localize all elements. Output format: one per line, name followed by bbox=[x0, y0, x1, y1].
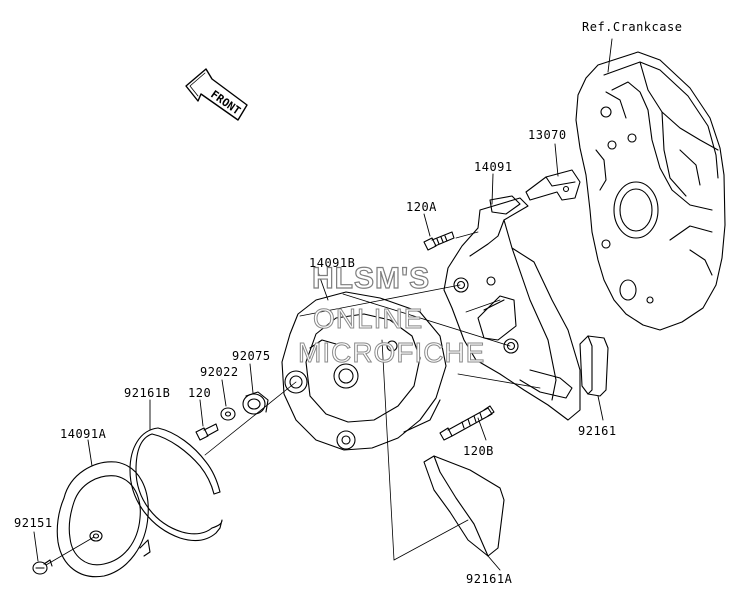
watermark-line-1: HLSM'S bbox=[311, 261, 431, 295]
part-14091A-cover bbox=[56, 461, 151, 578]
leader-120A bbox=[423, 213, 431, 237]
leader-14091A bbox=[87, 439, 93, 467]
leader-92022 bbox=[221, 379, 227, 407]
label-120: 120 bbox=[188, 386, 212, 400]
leader-92151 bbox=[33, 531, 39, 562]
watermark-line-2: ONLINE bbox=[312, 303, 424, 335]
label-120B: 120B bbox=[463, 444, 494, 458]
label-13070: 13070 bbox=[528, 128, 567, 142]
part-92151-screw bbox=[32, 559, 53, 575]
front-arrow: FRONT bbox=[185, 68, 248, 121]
guide-92151 bbox=[45, 536, 95, 566]
label-92022: 92022 bbox=[200, 365, 239, 379]
crankcase-illustration bbox=[575, 51, 726, 331]
part-92161B-band bbox=[129, 427, 223, 542]
part-92161-pad bbox=[579, 335, 609, 397]
leader-14091 bbox=[491, 173, 494, 205]
label-14091: 14091 bbox=[474, 160, 513, 174]
part-120B-bolt bbox=[439, 405, 495, 441]
part-120A-bolt bbox=[423, 231, 455, 251]
part-13070-bracket bbox=[525, 169, 581, 201]
label-92151: 92151 bbox=[14, 516, 53, 530]
part-120-bolt bbox=[195, 423, 219, 441]
label-92161A: 92161A bbox=[466, 572, 513, 586]
leader-13070 bbox=[554, 143, 559, 177]
label-14091A: 14091A bbox=[60, 427, 107, 441]
leader-120B bbox=[477, 417, 487, 441]
assembly-guide-lines bbox=[204, 231, 541, 561]
leader-92161 bbox=[597, 395, 604, 421]
label-92161B: 92161B bbox=[124, 386, 171, 400]
part-14091B-cover bbox=[281, 291, 447, 451]
watermark-line-3: MICROFICHE bbox=[297, 337, 486, 369]
label-120A: 120A bbox=[406, 200, 437, 214]
part-92161A-sheet bbox=[423, 455, 505, 557]
label-14091B: 14091B bbox=[309, 256, 356, 270]
label-92161: 92161 bbox=[578, 424, 617, 438]
leader-crankcase bbox=[607, 38, 613, 73]
part-14091-cover-plate bbox=[443, 195, 581, 421]
leader-92075 bbox=[249, 363, 254, 394]
leader-14091B bbox=[317, 271, 329, 301]
leader-120 bbox=[199, 399, 204, 427]
label-92075: 92075 bbox=[232, 349, 271, 363]
leader-92161A bbox=[487, 555, 501, 571]
part-92022-washer bbox=[220, 407, 236, 421]
part-92075-grommet bbox=[242, 391, 269, 415]
label-ref-crankcase: Ref.Crankcase bbox=[582, 20, 683, 34]
